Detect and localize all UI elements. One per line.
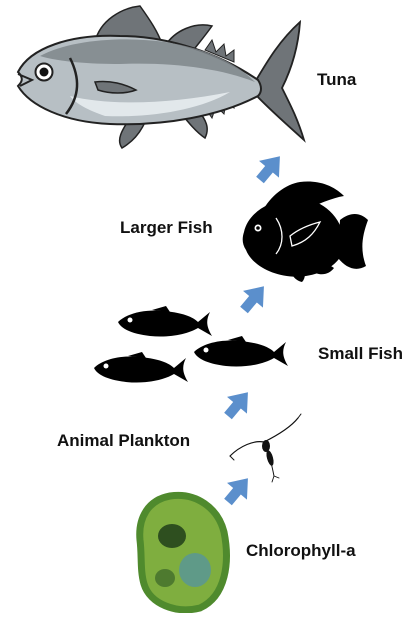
small-fish-label: Small Fish [318,344,403,364]
small-fish-icon [94,352,188,383]
arrow-up-right-icon [218,470,258,510]
tuna-label: Tuna [317,70,356,90]
larger-fish-label: Larger Fish [120,218,213,238]
arrow-up-right-icon [250,148,290,188]
chlorophyll-label: Chlorophyll-a [246,541,356,561]
larger-fish-icon [243,182,368,282]
arrow-up-right-icon [234,278,274,318]
animal-plankton-label: Animal Plankton [57,431,190,451]
chlorophyll-cell-icon [140,495,227,609]
tuna-icon [18,6,304,148]
small-fish-icon [118,306,212,337]
animal-plankton-icon [230,414,301,482]
arrow-up-right-icon [218,384,258,424]
small-fish-icon [194,336,288,367]
